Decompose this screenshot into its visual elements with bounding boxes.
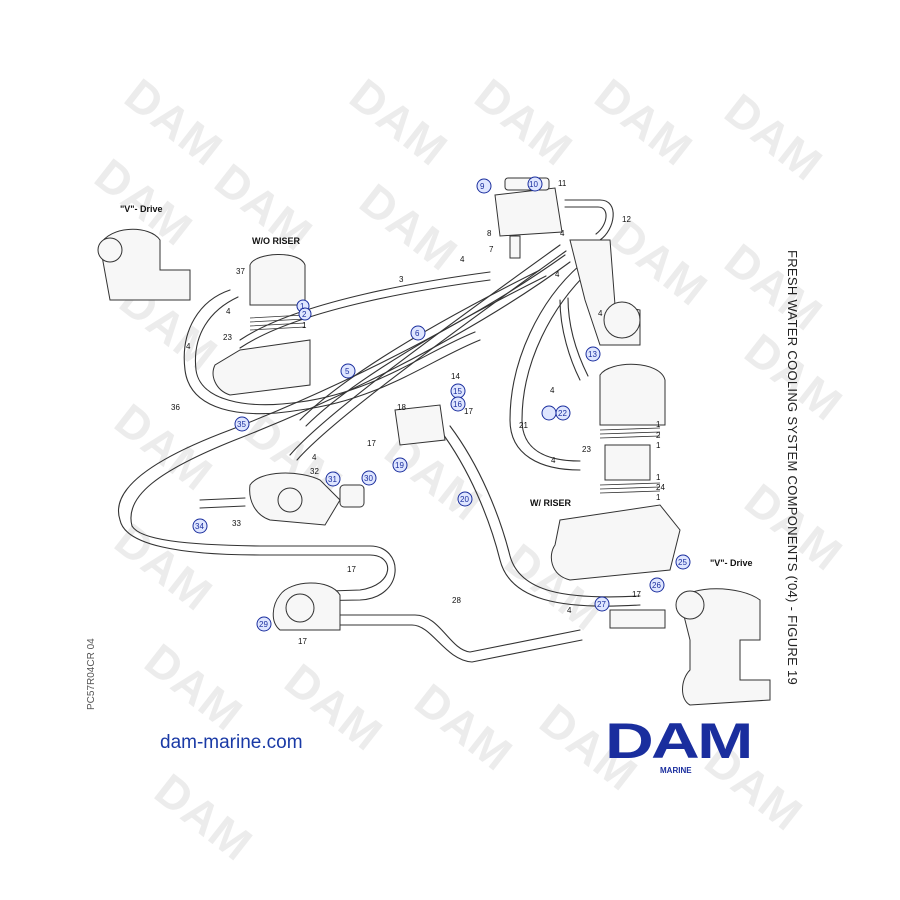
callout-30: 30 <box>364 474 373 483</box>
label-28: 28 <box>452 596 461 605</box>
vdrive-left <box>99 228 191 301</box>
label-1: 1 <box>656 420 661 429</box>
label-4: 4 <box>550 386 555 395</box>
label-1: 1 <box>656 493 661 502</box>
label-4: 4 <box>460 255 465 264</box>
label-4: 4 <box>555 270 560 279</box>
website-link[interactable]: dam-marine.com <box>160 732 303 753</box>
hose-34 <box>118 254 566 521</box>
callout-1: 1 <box>300 302 305 311</box>
label-32: 32 <box>310 467 319 476</box>
label-18: 18 <box>397 403 406 412</box>
label-17: 4 <box>567 606 572 615</box>
callout-10: 10 <box>529 180 538 189</box>
label-4: 4 <box>560 229 565 238</box>
label-7: 7 <box>489 245 494 254</box>
callout-6: 6 <box>415 329 420 338</box>
label-12: 12 <box>622 215 631 224</box>
label-2: 2 <box>656 431 661 440</box>
hose-12 <box>564 199 614 241</box>
callout-2: 2 <box>302 310 307 319</box>
callout-35: 35 <box>237 420 246 429</box>
callout-19: 19 <box>395 461 404 470</box>
hose-21 <box>509 264 581 471</box>
callout-5: 5 <box>345 367 350 376</box>
label-23: 23 <box>223 333 232 342</box>
hose-6 <box>299 269 541 421</box>
label-24: 24 <box>656 483 665 492</box>
heading-w-riser: W/ RISER <box>530 498 572 508</box>
exhaust-elbow-wo-riser <box>249 254 306 306</box>
callout-25: 25 <box>678 558 687 567</box>
label-36: 36 <box>171 403 180 412</box>
exhaust-elbow-w-riser <box>599 363 666 426</box>
drawing-code: PC57R04CR 04 <box>86 638 97 710</box>
callout-34: 34 <box>195 522 204 531</box>
hose-3 <box>239 271 491 341</box>
vdrive-right <box>679 588 771 706</box>
callout-16: 16 <box>453 400 462 409</box>
label-23: 23 <box>582 445 591 454</box>
coolant-reservoir <box>494 187 563 237</box>
label-33: 33 <box>232 519 241 528</box>
label-11: 11 <box>558 179 567 188</box>
hose-20 <box>439 429 641 607</box>
callout-31: 31 <box>328 475 337 484</box>
label-37: 37 <box>236 267 245 276</box>
label-8: 8 <box>487 229 492 238</box>
label-1: 1 <box>302 321 307 330</box>
dam-logo: DAM <box>605 713 753 769</box>
callout-22: 22 <box>558 409 567 418</box>
logo-subtitle: MARINE <box>660 766 692 775</box>
label-17: 17 <box>347 565 356 574</box>
callout-26: 26 <box>652 581 661 590</box>
label-3: 3 <box>399 275 404 284</box>
callout-15: 15 <box>453 387 462 396</box>
label-17: 17 <box>367 439 376 448</box>
label-14: 14 <box>451 372 460 381</box>
callout-27: 27 <box>597 600 606 609</box>
label-1: 1 <box>656 441 661 450</box>
label-4: 4 <box>551 456 556 465</box>
part-labels: 11 12 8 7 4 4 4 4 37 3 4 1 23 4 36 14 18… <box>171 179 665 646</box>
label-4: 4 <box>312 453 317 462</box>
hose-33 <box>199 497 246 501</box>
label-17: 17 <box>464 407 473 416</box>
label-17: 17 <box>632 590 641 599</box>
heading-vdrive-left: "V"- Drive <box>120 204 163 214</box>
label-21: 21 <box>519 421 528 430</box>
hose-13 <box>559 299 581 381</box>
thermostat-tee <box>394 404 446 446</box>
callout-13: 13 <box>588 350 597 359</box>
hose-5 <box>289 244 561 456</box>
hose-36 <box>183 289 481 415</box>
heading-vdrive-right: "V"- Drive <box>710 558 753 568</box>
heading-wo-riser: W/O RISER <box>252 236 301 246</box>
callout-29: 29 <box>259 620 268 629</box>
callout-20: 20 <box>460 495 469 504</box>
label-4: 4 <box>226 307 231 316</box>
label-4: 4 <box>186 342 191 351</box>
label-17: 17 <box>298 637 307 646</box>
figure-title: FRESH WATER COOLING SYSTEM COMPONENTS ('… <box>785 250 800 686</box>
circled-callouts: 9 10 1 2 6 5 13 15 16 22 35 31 30 19 20 … <box>195 180 687 629</box>
label-4: 4 <box>598 309 603 318</box>
hose-fitting-27 <box>609 609 666 629</box>
label-1: 1 <box>656 473 661 482</box>
hose-28 <box>339 614 581 653</box>
callout-9: 9 <box>480 182 485 191</box>
